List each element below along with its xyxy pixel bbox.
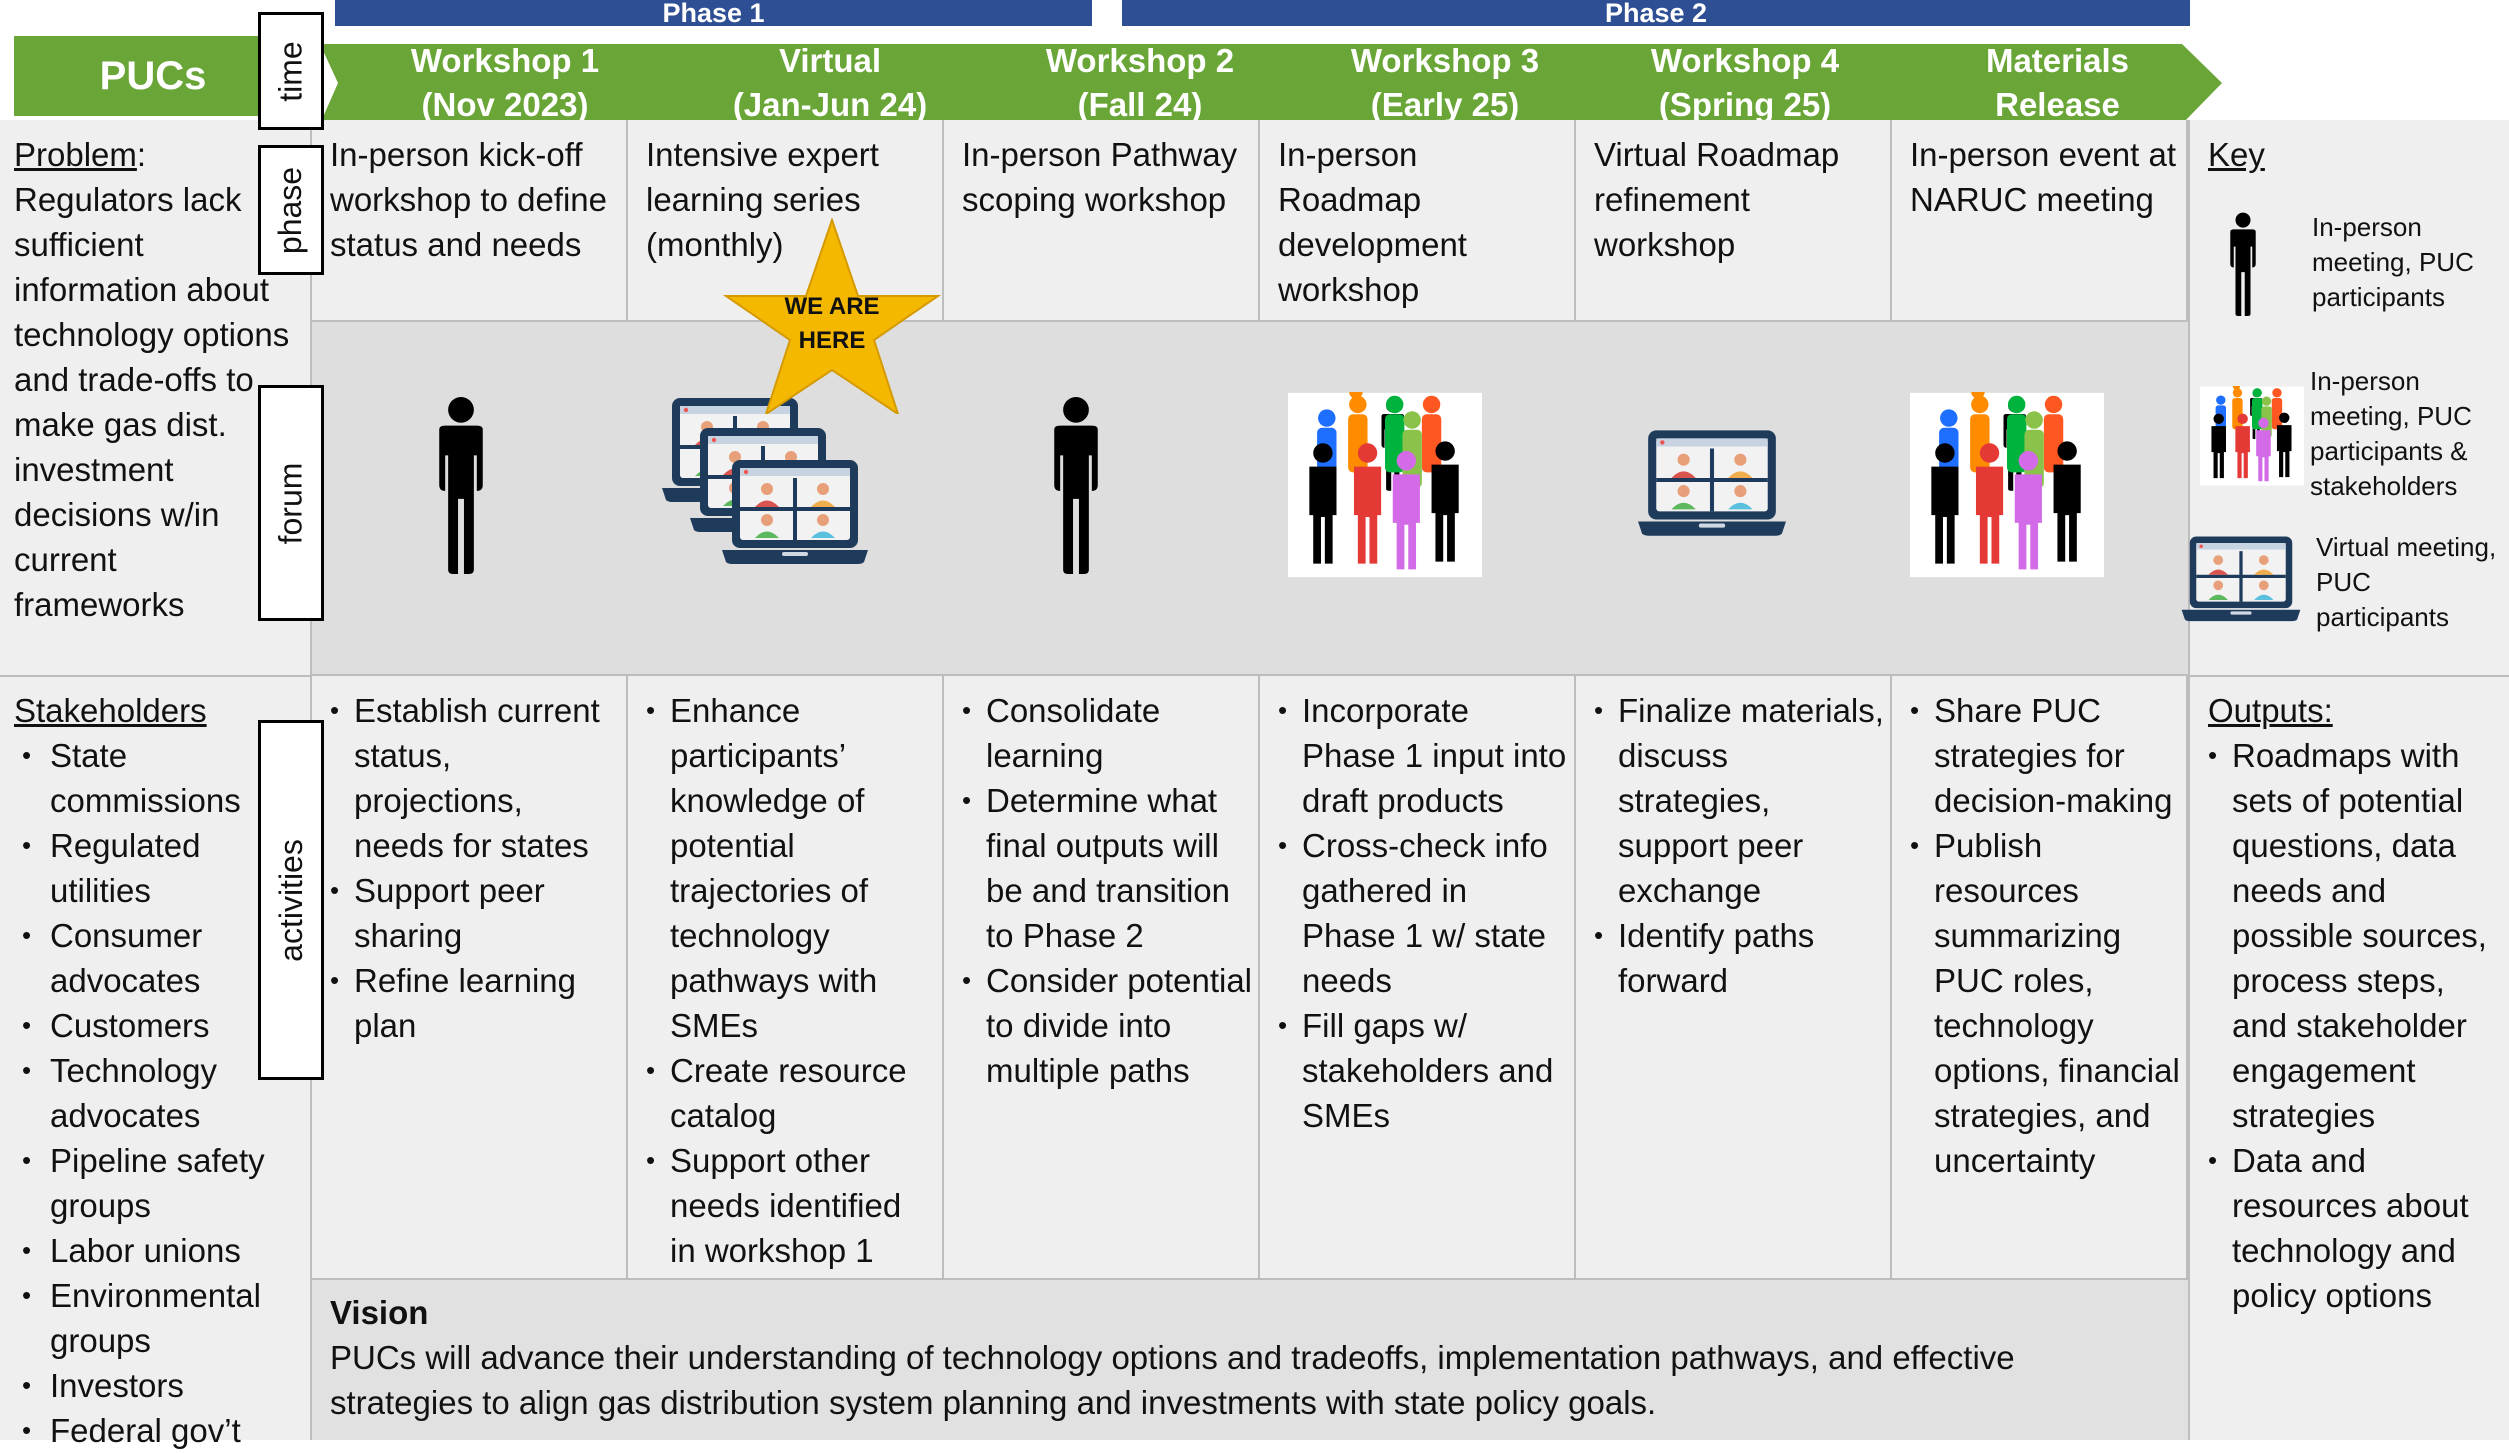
activity-item: Establish current status, projections, n… <box>330 688 620 868</box>
phase-2-bar: Phase 2 <box>1122 0 2190 27</box>
stakeholder-item: Technology advocates <box>14 1048 304 1138</box>
output-item: Data and resources about technology and … <box>2208 1138 2500 1318</box>
key-person-icon <box>2230 212 2256 316</box>
forum-band <box>312 320 2188 676</box>
stakeholder-item: Labor unions <box>14 1228 304 1273</box>
stakeholder-item: Consumer advocates <box>14 913 304 1003</box>
stakeholders-section: Stakeholders State commissions Regulated… <box>14 688 304 1453</box>
chevron-workshop-3 <box>1288 44 1638 124</box>
phase-cell-6 <box>1892 120 2188 320</box>
problem-body: Regulators lack sufficient information a… <box>14 181 290 623</box>
chevron-workshop-4 <box>1586 44 1938 124</box>
key-item-2: In-person meeting, PUC participants & st… <box>2310 366 2472 501</box>
timeline-label-1: Workshop 1(Nov 2023) <box>410 42 600 123</box>
chevron-workshop-1 <box>320 44 720 124</box>
person-icon <box>1054 396 1098 574</box>
activity-item: Incorporate Phase 1 input into draft pro… <box>1278 688 1568 823</box>
stakeholders-heading: Stakeholders <box>14 692 207 729</box>
phase-desc-1: In-person kick-off workshop to define st… <box>330 136 608 263</box>
key-heading: Key <box>2208 136 2265 173</box>
phase-desc-5: Virtual Roadmap refinement workshop <box>1594 136 1840 263</box>
group-icon <box>1910 392 2104 578</box>
phase-cell-1 <box>312 120 628 320</box>
timeline-label-2: Virtual(Jan-Jun 24) <box>732 42 928 123</box>
activity-item: Finalize materials, discuss strategies, … <box>1594 688 1884 913</box>
phase-cell-2 <box>628 120 944 320</box>
output-item: Roadmaps with sets of potential question… <box>2208 733 2500 1138</box>
stakeholder-item: Federal gov’t <box>14 1408 304 1453</box>
activities-list-1: Establish current status, projections, n… <box>330 688 620 1048</box>
stakeholder-item: Environmental groups <box>14 1273 304 1363</box>
laptop-stack-icon <box>660 396 870 566</box>
activity-item: Refine learning plan <box>330 958 620 1048</box>
activity-item: Enhance participants’ knowledge of poten… <box>646 688 936 1048</box>
activity-item: Identify paths forward <box>1594 913 1884 1003</box>
key-item-3: Virtual meeting, PUC participants <box>2316 532 2497 632</box>
row-label-forum: forum <box>258 385 324 621</box>
activity-item: Determine what final outputs will be and… <box>962 778 1252 958</box>
row-label-phase: phase <box>258 145 324 275</box>
timeline-label-4: Workshop 3(Early 25) <box>1350 42 1540 123</box>
problem-heading: Problem <box>14 136 137 173</box>
activities-list-2: Enhance participants’ knowledge of poten… <box>646 688 936 1273</box>
key-item-1: In-person meeting, PUC participants <box>2312 212 2474 312</box>
outputs-heading: Outputs: <box>2208 692 2333 729</box>
chevron-virtual <box>668 44 1032 124</box>
laptop-icon <box>1636 424 1788 540</box>
vision-heading: Vision <box>330 1294 429 1331</box>
phase-desc-2: Intensive expert learning series (monthl… <box>646 136 879 263</box>
person-icon <box>439 396 483 574</box>
row-label-time: time <box>258 12 324 130</box>
key-group-icon <box>2200 386 2304 486</box>
activity-item: Cross-check info gathered in Phase 1 w/ … <box>1278 823 1568 1003</box>
timeline-label-5: Workshop 4(Spring 25) <box>1650 42 1840 123</box>
phase-cell-5 <box>1576 120 1892 320</box>
stakeholder-item: Pipeline safety groups <box>14 1138 304 1228</box>
activity-item: Fill gaps w/ stakeholders and SMEs <box>1278 1003 1568 1138</box>
activities-list-6: Share PUC strategies for decision-making… <box>1910 688 2182 1183</box>
vision-content: Vision PUCs will advance their understan… <box>330 1290 2160 1425</box>
chevron-materials <box>1886 44 2222 124</box>
puc-title: PUCs <box>14 36 292 116</box>
phase-desc-3: In-person Pathway scoping workshop <box>962 136 1238 218</box>
outputs-section: Outputs: Roadmaps with sets of potential… <box>2208 688 2500 1318</box>
problem-text: Problem: Regulators lack sufficient info… <box>14 136 290 623</box>
activity-item: Support peer sharing <box>330 868 620 958</box>
activity-item: Consolidate learning <box>962 688 1252 778</box>
activity-item: Share PUC strategies for decision-making <box>1910 688 2182 823</box>
stakeholder-item: Customers <box>14 1003 304 1048</box>
stakeholder-item: Regulated utilities <box>14 823 304 913</box>
group-icon <box>1288 392 1482 578</box>
timeline-label-3: Workshop 2(Fall 24) <box>1045 42 1235 123</box>
activity-item: Consider potential to divide into multip… <box>962 958 1252 1093</box>
stakeholder-item: State commissions <box>14 733 304 823</box>
activities-list-4: Incorporate Phase 1 input into draft pro… <box>1278 688 1568 1138</box>
timeline-chevrons <box>320 44 2222 124</box>
vision-box <box>312 1278 2188 1440</box>
activity-item: Create resource catalog <box>646 1048 936 1138</box>
stakeholder-item: Investors <box>14 1363 304 1408</box>
chevron-workshop-2 <box>980 44 1340 124</box>
activities-list-5: Finalize materials, discuss strategies, … <box>1594 688 1884 1003</box>
activity-item: Publish resources summarizing PUC roles,… <box>1910 823 2182 1183</box>
activity-item: Support other needs identified in worksh… <box>646 1138 936 1273</box>
star-icon <box>722 218 942 414</box>
phase-cell-3 <box>944 120 1260 320</box>
phase-desc-6: In-person event at NARUC meeting <box>1910 136 2176 218</box>
phase-cell-4 <box>1260 120 1576 320</box>
key-laptop-icon <box>2180 534 2302 623</box>
activities-list-3: Consolidate learning Determine what fina… <box>962 688 1252 1093</box>
phase-desc-4: In-person Roadmap development workshop <box>1278 136 1467 308</box>
vision-text: PUCs will advance their understanding of… <box>330 1339 2015 1421</box>
phase-1-bar: Phase 1 <box>335 0 1092 27</box>
